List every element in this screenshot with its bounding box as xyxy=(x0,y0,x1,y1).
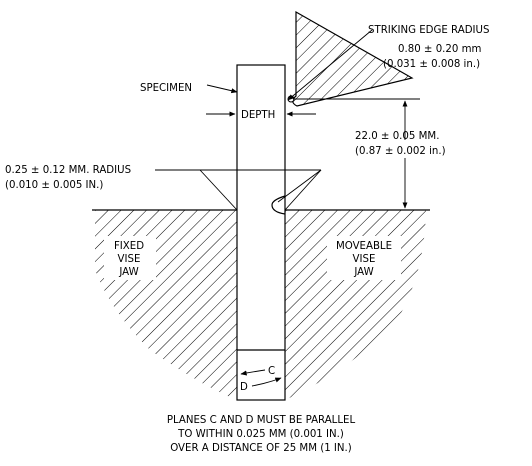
note-line-3: OVER A DISTANCE OF 25 MM (1 IN.) xyxy=(170,443,352,454)
striking-edge-mm-label: 0.80 ± 0.20 mm xyxy=(398,44,482,55)
fixed-jaw-label-bg xyxy=(104,236,156,280)
note-line-2: TO WITHIN 0.025 MM (0.001 IN.) xyxy=(177,429,344,440)
fixed-jaw-label-line-1: FIXED xyxy=(114,241,144,252)
specimen-bar xyxy=(236,64,286,401)
moveable-jaw-label-line-1: MOVEABLE xyxy=(336,241,392,252)
striking-edge-radius-label: STRIKING EDGE RADIUS xyxy=(368,25,489,36)
moveable-jaw-label-bg xyxy=(327,236,401,280)
moveable-jaw-label-line-2: VISE xyxy=(353,254,376,265)
specimen-label: SPECIMEN xyxy=(140,83,192,94)
striking-edge-in-label: (0.031 ± 0.008 in.) xyxy=(383,59,480,70)
specimen-notch xyxy=(271,195,286,215)
specimen-leader xyxy=(206,84,238,94)
moveable-jaw-label-line-3: JAW xyxy=(353,267,373,278)
plane-c-label: C xyxy=(268,366,275,377)
note-line-1: PLANES C AND D MUST BE PARALLEL xyxy=(167,415,356,426)
radius-mm-label: 0.25 ± 0.12 MM. RADIUS xyxy=(5,165,131,176)
radius-in-label: (0.010 ± 0.005 IN.) xyxy=(5,180,103,191)
left-clamp-line xyxy=(199,169,238,211)
radius-notch-leader xyxy=(277,169,322,203)
height-in-label: (0.87 ± 0.002 in.) xyxy=(355,146,446,157)
height-mm-label: 22.0 ± 0.05 MM. xyxy=(355,131,439,142)
right-clamp-line xyxy=(284,169,322,211)
striker xyxy=(292,10,414,107)
fixed-jaw-label-line-2: VISE xyxy=(118,254,141,265)
fixed-jaw-label-line-3: JAW xyxy=(118,267,138,278)
plane-c-leader xyxy=(240,369,266,376)
striking-edge-leader xyxy=(287,29,373,101)
plane-d-label: D xyxy=(240,382,248,393)
depth-label: DEPTH xyxy=(241,110,275,121)
plane-d-leader xyxy=(251,377,282,387)
